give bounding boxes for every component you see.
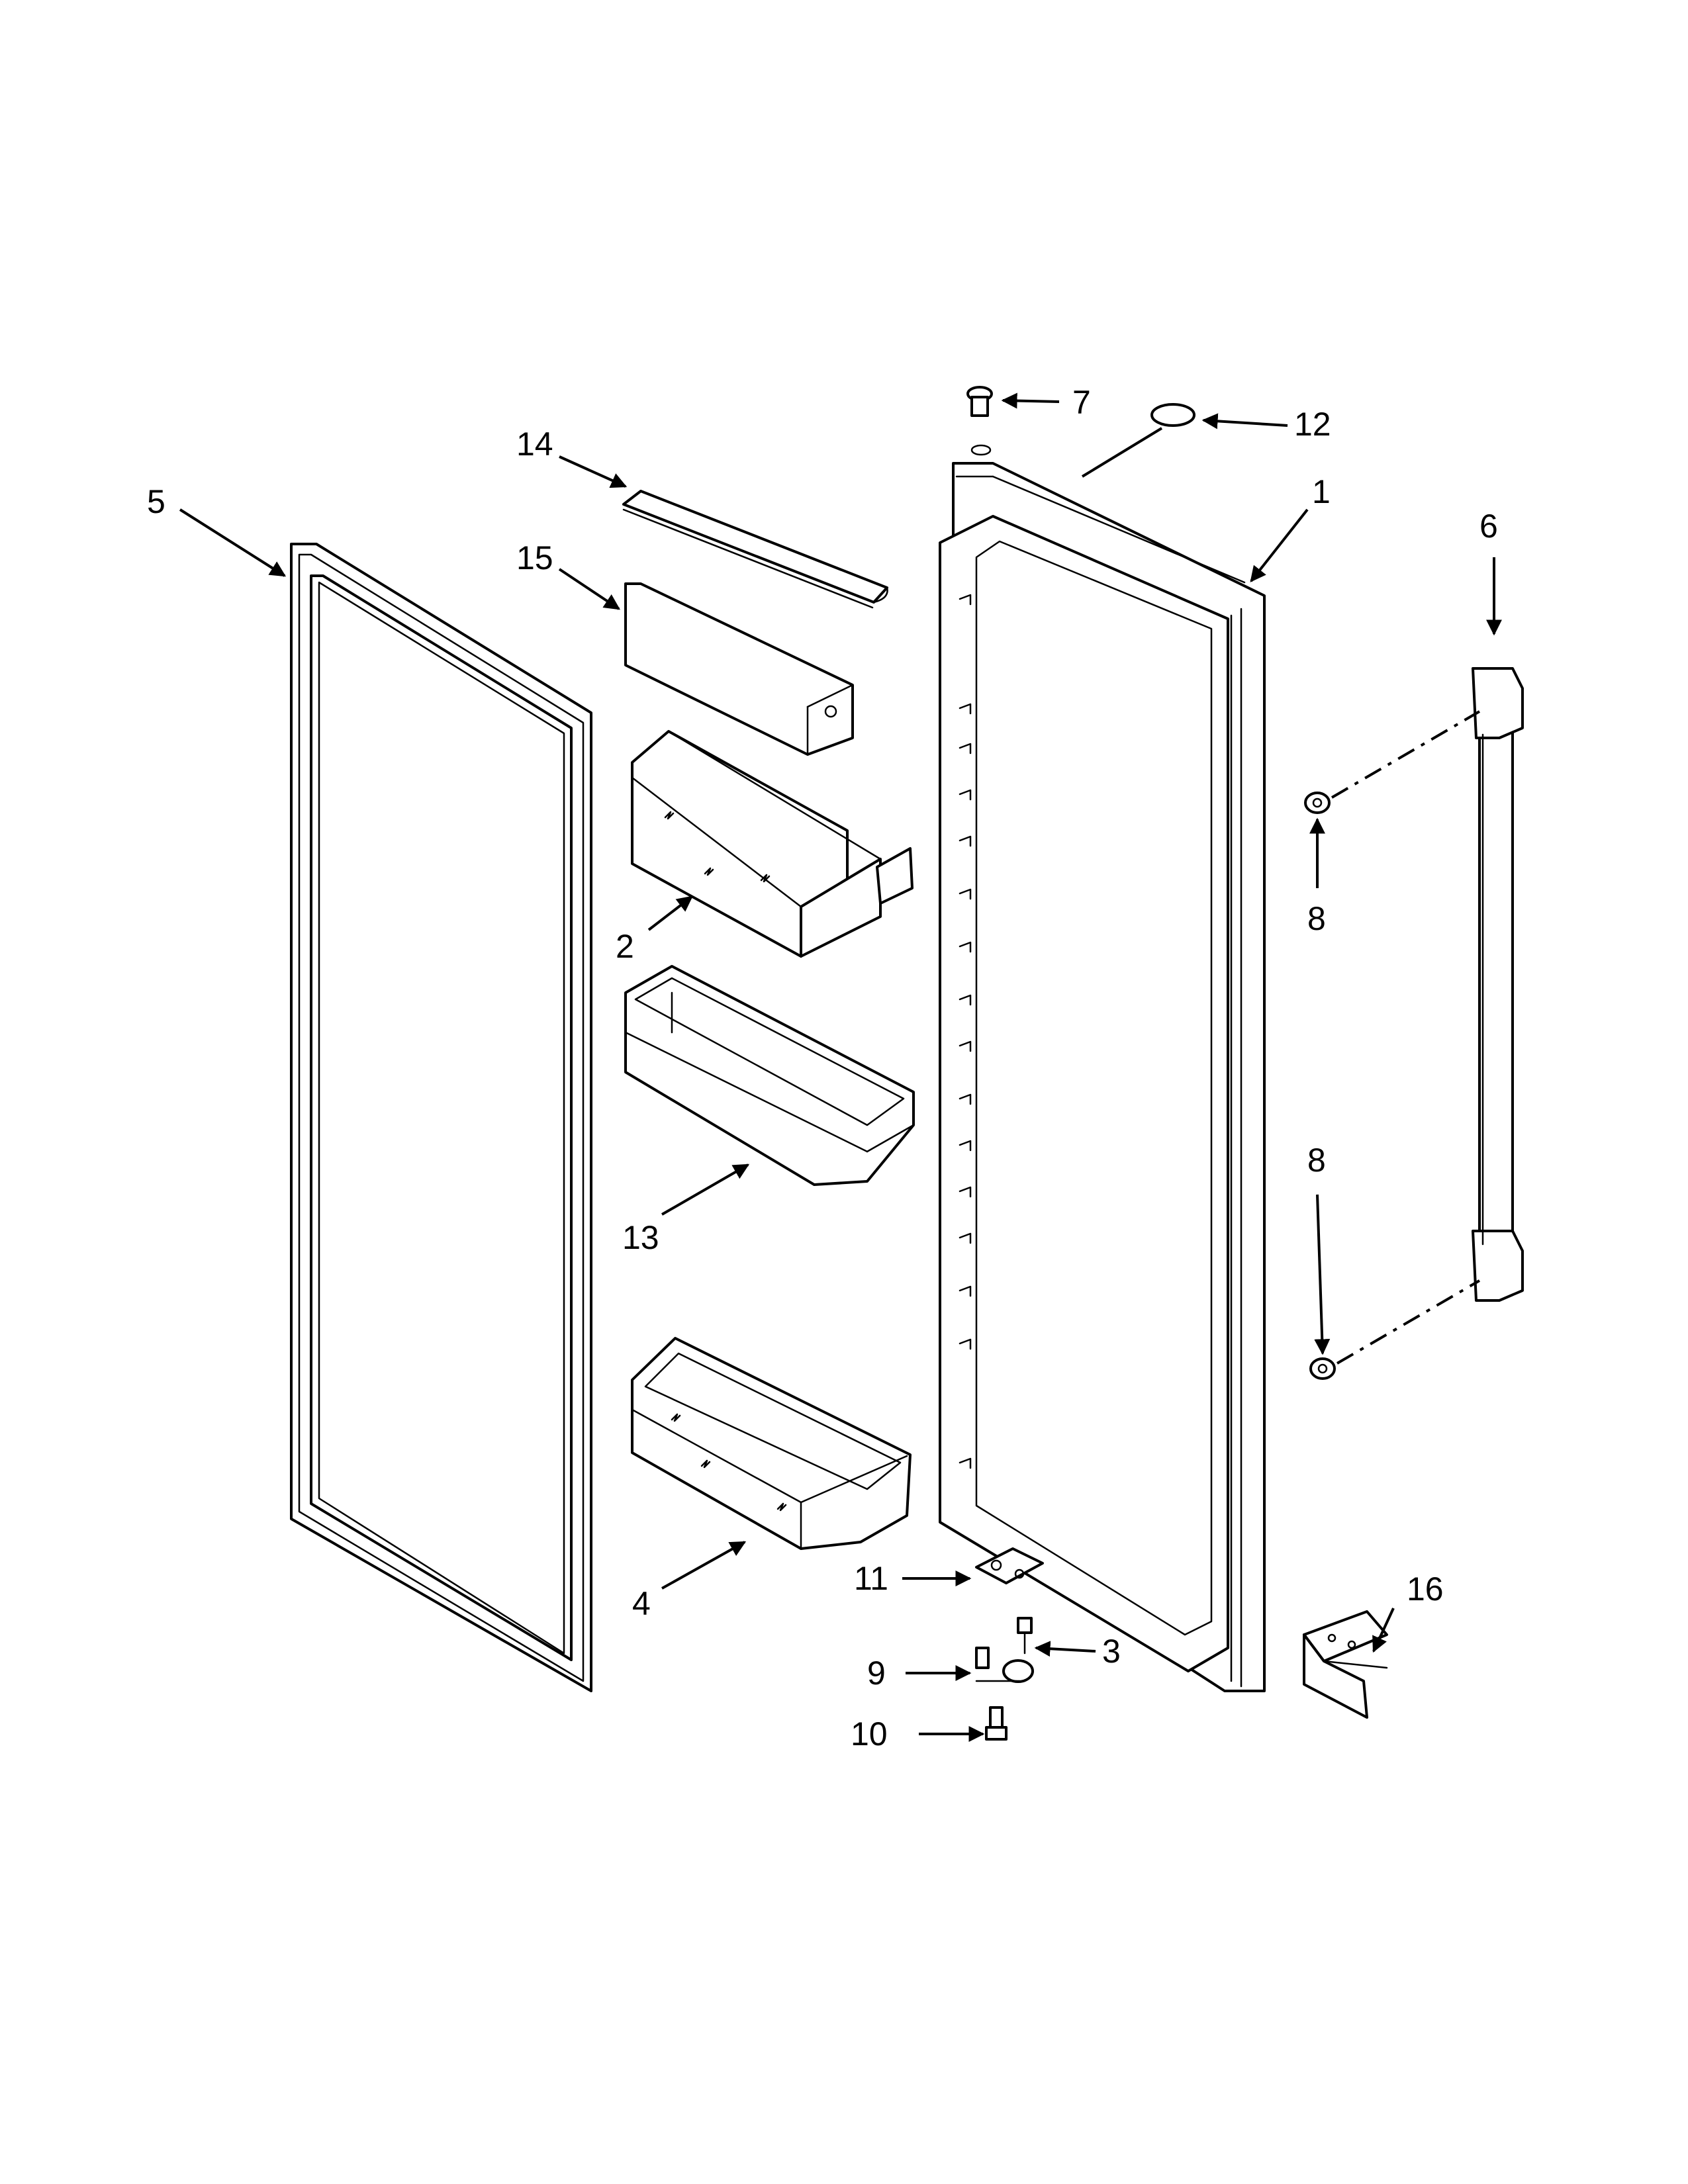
callout-15: 15 (516, 539, 553, 576)
handle-mounting-stud-lower (1309, 1357, 1336, 1380)
callout-16: 16 (1407, 1570, 1444, 1608)
door-bin-lower (631, 1337, 912, 1550)
door-bin-open (624, 965, 915, 1186)
callout-14: 14 (516, 426, 553, 463)
leader-lines (179, 392, 1502, 1742)
door-handle (1472, 667, 1524, 1302)
hinge-bracket (975, 1547, 1044, 1584)
callout-3: 3 (1102, 1633, 1121, 1670)
callout-8-lower: 8 (1307, 1142, 1326, 1179)
callout-11: 11 (854, 1560, 888, 1597)
shelf-trim-strip (622, 490, 888, 609)
hinge-bushing-ring (1150, 403, 1196, 427)
callout-12: 12 (1294, 406, 1331, 443)
callout-4: 4 (632, 1585, 651, 1622)
callout-2: 2 (616, 928, 634, 965)
callout-9: 9 (867, 1655, 886, 1692)
stud-alignment-line-lower (1336, 1279, 1481, 1365)
door-bin-covered (631, 730, 914, 958)
door-liner-assembly (939, 462, 1266, 1692)
callout-labels: 5 14 15 2 13 4 7 12 1 6 8 8 11 3 9 10 16 (147, 384, 1498, 1752)
shelf-cover (624, 582, 854, 756)
hinge-cap (966, 386, 993, 456)
callout-1: 1 (1312, 473, 1331, 510)
callout-5: 5 (147, 483, 165, 520)
callout-8-upper: 8 (1307, 900, 1326, 937)
stud-alignment-line-upper (1331, 710, 1481, 799)
callout-10: 10 (851, 1715, 888, 1752)
callout-7: 7 (1072, 384, 1091, 421)
handle-mounting-stud-upper (1304, 792, 1331, 814)
door-gasket (290, 543, 592, 1692)
callout-13: 13 (622, 1219, 659, 1256)
hinge-cover (1303, 1610, 1388, 1719)
hinge-pin (975, 1647, 1034, 1683)
screw (1017, 1617, 1033, 1655)
callout-6: 6 (1479, 508, 1498, 545)
bolt (985, 1706, 1008, 1741)
